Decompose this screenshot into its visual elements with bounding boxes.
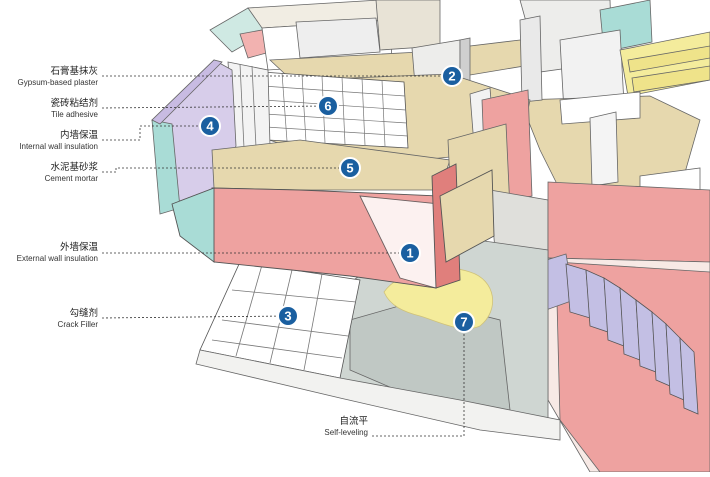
label-cn: 自流平 [339,416,368,427]
marker-number: 2 [448,69,455,84]
marker-3[interactable]: 3 [277,305,299,327]
marker-number: 4 [206,119,214,134]
marker-number: 1 [406,246,413,261]
leader-lines [101,75,465,437]
label-en: Tile adhesive [51,110,98,119]
marker-number: 7 [460,315,467,330]
label-self-leveling: 自流平 Self-leveling [324,416,368,438]
label-cn: 内墙保温 [59,130,98,141]
label-cn: 外墙保温 [59,242,98,253]
label-en: Internal wall insulation [19,142,98,151]
marker-number: 3 [284,309,291,324]
label-en: Gypsum-based plaster [17,78,98,87]
label-external-wall-insulation: 外墙保温 External wall insulation [17,242,98,264]
upper-floor-structures [209,0,710,201]
staircase [565,263,699,415]
external-wall [171,163,495,289]
label-cn: 石膏基抹灰 [50,66,98,77]
marker-number: 6 [324,99,331,114]
label-tile-adhesive: 瓷砖粘结剂 Tile adhesive [50,98,98,120]
label-en: Self-leveling [324,428,368,437]
marker-5[interactable]: 5 [339,157,361,179]
label-cn: 水泥基砂浆 [50,162,98,173]
label-gypsum-plaster: 石膏基抹灰 Gypsum-based plaster [18,66,98,88]
marker-4[interactable]: 4 [199,115,221,137]
marker-6[interactable]: 6 [317,95,339,117]
label-internal-wall-insulation: 内墙保温 Internal wall insulation [19,130,98,152]
marker-7[interactable]: 7 [453,311,475,333]
label-cement-mortar: 水泥基砂浆 Cement mortar [45,162,98,184]
marker-1[interactable]: 1 [399,242,421,264]
label-cn: 瓷砖粘结剂 [50,98,98,109]
label-en: Crack Filler [57,320,98,329]
label-crack-filler: 勾缝剂 Crack Filler [58,308,98,330]
marker-2[interactable]: 2 [441,65,463,87]
marker-number: 5 [346,161,353,176]
label-en: Cement mortar [44,174,98,183]
label-en: External wall insulation [16,254,98,263]
label-cn: 勾缝剂 [69,308,98,319]
